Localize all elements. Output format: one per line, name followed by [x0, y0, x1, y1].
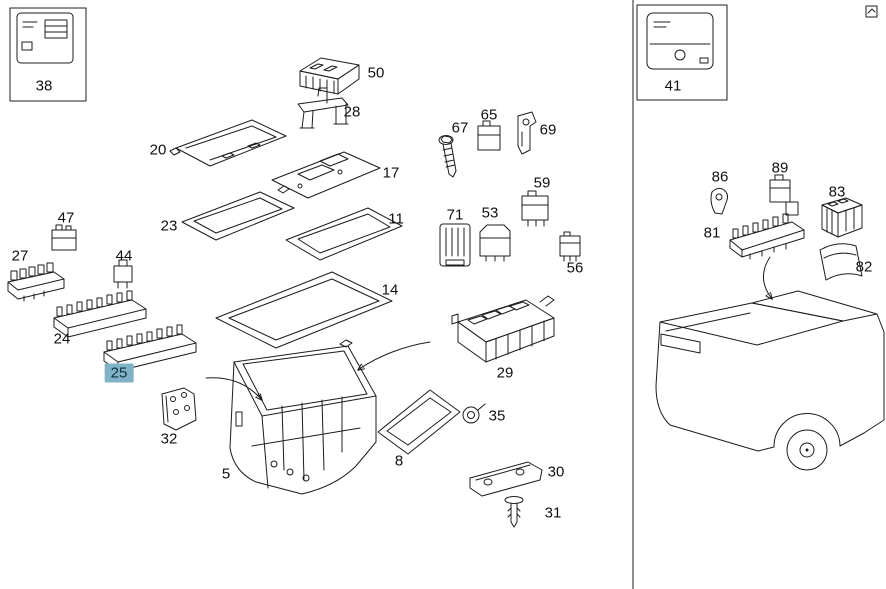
part-32-mounting-plate [161, 387, 197, 431]
part-30-bracket-strap [469, 461, 543, 497]
callout-59[interactable]: 59 [533, 174, 551, 192]
location-arrow [763, 256, 772, 299]
callout-20[interactable]: 20 [149, 141, 167, 159]
part-50-relay-block [299, 57, 360, 95]
callout-44[interactable]: 44 [115, 247, 133, 265]
callout-28[interactable]: 28 [343, 103, 361, 121]
part-65-relay [477, 120, 501, 151]
callout-35[interactable]: 35 [488, 407, 506, 425]
ref-box-38 [9, 7, 87, 102]
callout-89[interactable]: 89 [771, 159, 789, 177]
part-27-fuse-strip [7, 262, 65, 302]
callout-8[interactable]: 8 [394, 452, 404, 470]
callout-67[interactable]: 67 [451, 119, 469, 137]
part-53-relay [479, 224, 511, 262]
callout-17[interactable]: 17 [382, 164, 400, 182]
part-56-relay [559, 231, 581, 262]
part-20-cover [169, 119, 287, 167]
part-8-gasket-frame [377, 389, 461, 455]
part-86-clip [710, 187, 729, 215]
part-83-fuse-box [821, 197, 863, 238]
part-14-gasket [215, 271, 393, 349]
part-59-relay [521, 190, 549, 227]
callout-38[interactable]: 38 [35, 77, 53, 95]
part-67-screw [438, 135, 457, 178]
part-31-expansion-rivet [504, 496, 524, 528]
callout-32[interactable]: 32 [160, 430, 178, 448]
callout-11[interactable]: 11 [388, 210, 404, 228]
part-23-frame [181, 191, 295, 241]
part-24-fuse-strip [53, 290, 147, 338]
part-71-control-module [439, 223, 471, 267]
callout-81[interactable]: 81 [703, 224, 721, 242]
assembly-arrow-left [205, 377, 262, 400]
callout-29[interactable]: 29 [496, 364, 514, 382]
part-35-grommet [462, 403, 486, 424]
callout-23[interactable]: 23 [160, 217, 178, 235]
callout-82[interactable]: 82 [855, 258, 873, 276]
part-29-relay-box [451, 295, 555, 363]
part-89-relay [769, 174, 791, 203]
part-82-cover-sleeve [819, 243, 863, 281]
car-trunk-illustration [655, 290, 885, 471]
callout-41[interactable]: 41 [664, 77, 682, 95]
part-69-clip [517, 111, 537, 155]
callout-47[interactable]: 47 [57, 209, 75, 227]
callout-24[interactable]: 24 [53, 330, 71, 348]
part-81-fuse-holder [729, 201, 805, 260]
part-17-cover-plate [271, 151, 381, 199]
callout-71[interactable]: 71 [446, 206, 464, 224]
callout-69[interactable]: 69 [539, 121, 557, 139]
callout-27[interactable]: 27 [11, 247, 29, 265]
callout-56[interactable]: 56 [566, 259, 584, 277]
part-47-relay [51, 224, 77, 251]
page-note-icon[interactable] [865, 5, 878, 18]
part-5-housing [229, 339, 377, 495]
callout-86[interactable]: 86 [711, 168, 729, 186]
assembly-arrow-right [358, 341, 431, 370]
callout-53[interactable]: 53 [481, 204, 499, 222]
callout-14[interactable]: 14 [381, 281, 399, 299]
callout-30[interactable]: 30 [547, 463, 565, 481]
callout-65[interactable]: 65 [480, 106, 498, 124]
ref-box-41 [636, 4, 728, 101]
callout-25[interactable]: 25 [104, 363, 134, 383]
callout-83[interactable]: 83 [828, 183, 846, 201]
callout-5[interactable]: 5 [221, 465, 231, 483]
callout-31[interactable]: 31 [544, 504, 562, 522]
part-28-bracket [297, 87, 349, 129]
part-11-frame [285, 207, 403, 261]
part-44-connector [113, 259, 133, 289]
callout-50[interactable]: 50 [367, 64, 385, 82]
